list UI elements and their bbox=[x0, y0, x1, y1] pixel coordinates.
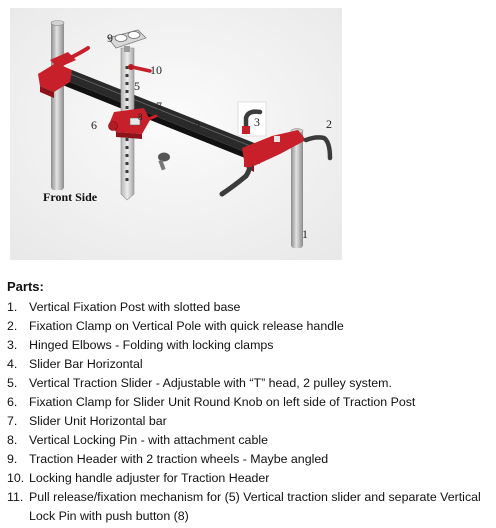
list-item-number: 4. bbox=[7, 357, 18, 371]
callout-6: 6 bbox=[91, 118, 97, 132]
list-item-text: Vertical Locking Pin - with attachment c… bbox=[29, 433, 268, 447]
callout-1: 1 bbox=[302, 227, 308, 241]
callout-10: 10 bbox=[150, 63, 162, 77]
list-item-number: 2. bbox=[7, 319, 18, 333]
list-item-number: 6. bbox=[7, 395, 18, 409]
list-item-number: 10. bbox=[7, 471, 25, 485]
list-item-number: 5. bbox=[7, 376, 18, 390]
callout-8: 8 bbox=[138, 112, 143, 122]
callout-2: 2 bbox=[326, 117, 332, 131]
list-item: 8. Vertical Locking Pin - with attachmen… bbox=[7, 431, 493, 450]
list-item: 4. Slider Bar Horizontal bbox=[7, 355, 493, 374]
list-item: 1. Vertical Fixation Post with slotted b… bbox=[7, 298, 493, 317]
list-item-text: Fixation Clamp for Slider Unit Round Kno… bbox=[29, 395, 416, 409]
list-item-text: Slider Unit Horizontal bar bbox=[29, 414, 167, 428]
callout-4: 4 bbox=[194, 117, 200, 131]
clamp-handle-inset bbox=[219, 160, 253, 197]
parts-list: 1. Vertical Fixation Post with slotted b… bbox=[7, 298, 493, 526]
elbow-locking-handle-inset bbox=[237, 101, 267, 137]
list-item-number: 3. bbox=[7, 338, 18, 352]
parts-section: Parts: 1. Vertical Fixation Post with sl… bbox=[7, 279, 493, 526]
left-vertical-post bbox=[50, 20, 65, 190]
list-item: 3. Hinged Elbows - Folding with locking … bbox=[7, 336, 493, 355]
list-item-number: 11. bbox=[7, 490, 24, 504]
list-item-text: Hinged Elbows - Folding with locking cla… bbox=[29, 338, 274, 352]
list-item-text: Fixation Clamp on Vertical Pole with qui… bbox=[29, 319, 344, 333]
list-item-text: Locking handle adjuster for Traction Hea… bbox=[29, 471, 270, 485]
callout-7: 7 bbox=[156, 99, 162, 113]
list-item: 10. Locking handle adjuster for Traction… bbox=[7, 469, 493, 488]
traction-header-locking-handle bbox=[128, 64, 152, 73]
product-figure: 1 2 3 4 5 6 7 8 9 10 Front Side bbox=[10, 8, 342, 260]
callout-9: 9 bbox=[107, 31, 113, 45]
list-item-text: Vertical Fixation Post with slotted base bbox=[29, 300, 241, 314]
callout-5: 5 bbox=[134, 79, 140, 93]
traction-device-illustration: 1 2 3 4 5 6 7 8 9 10 Front Side bbox=[10, 8, 342, 260]
list-item: 2. Fixation Clamp on Vertical Pole with … bbox=[7, 317, 493, 336]
list-item-number: 9. bbox=[7, 452, 18, 466]
list-item-text: Traction Header with 2 traction wheels -… bbox=[29, 452, 329, 466]
left-fixation-clamp bbox=[38, 46, 90, 98]
list-item-text: Slider Bar Horizontal bbox=[29, 357, 143, 371]
callout-3: 3 bbox=[254, 115, 260, 129]
list-item: 11. Pull release/fixation mechanism for … bbox=[7, 488, 493, 526]
vertical-locking-pin bbox=[158, 152, 170, 171]
list-item-number: 8. bbox=[7, 433, 18, 447]
list-item: 6. Fixation Clamp for Slider Unit Round … bbox=[7, 393, 493, 412]
parts-heading: Parts: bbox=[7, 279, 44, 294]
list-item-text: Vertical Traction Slider - Adjustable wi… bbox=[29, 376, 392, 390]
horizontal-slider-bar bbox=[60, 70, 272, 164]
list-item: 7. Slider Unit Horizontal bar bbox=[7, 412, 493, 431]
list-item: 5. Vertical Traction Slider - Adjustable… bbox=[7, 374, 493, 393]
list-item-number: 1. bbox=[7, 300, 18, 314]
list-item: 9. Traction Header with 2 traction wheel… bbox=[7, 450, 493, 469]
list-item-number: 7. bbox=[7, 414, 18, 428]
traction-header bbox=[107, 29, 147, 52]
slider-unit-clamp bbox=[108, 108, 158, 139]
right-fixation-clamp-handle bbox=[303, 135, 333, 161]
list-item-text: Pull release/fixation mechanism for (5) … bbox=[29, 490, 481, 523]
figure-caption: Front Side bbox=[43, 190, 98, 204]
